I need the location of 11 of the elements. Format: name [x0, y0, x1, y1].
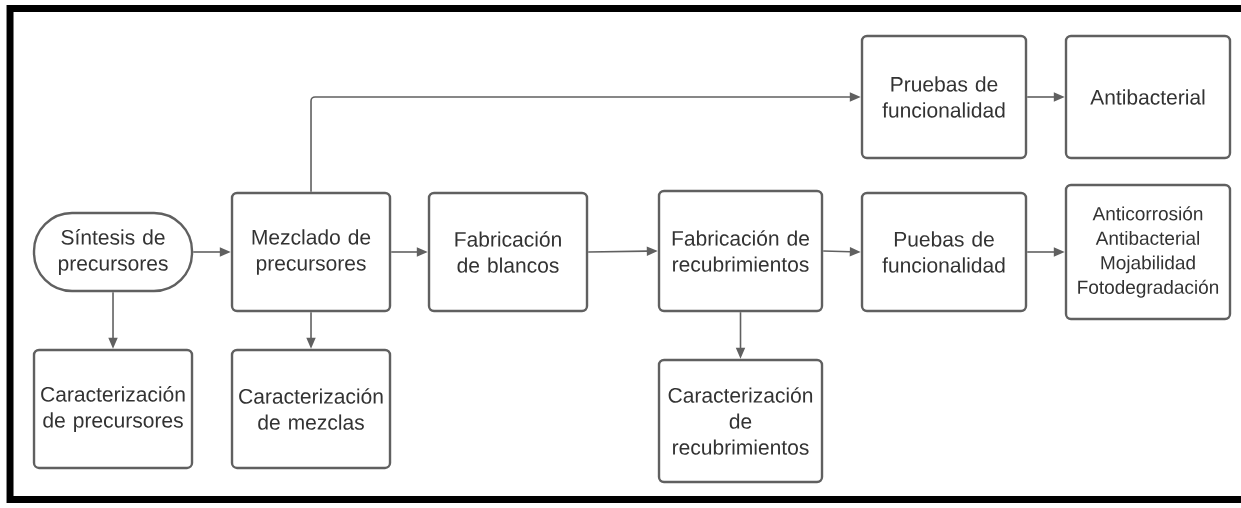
process-box: Caracterización de recubrimientos — [657, 358, 824, 484]
process-box: Pruebas de funcionalidad — [860, 34, 1028, 160]
process-box: Antibacterial — [1064, 34, 1232, 160]
process-box: Fabricación de recubrimientos — [657, 189, 824, 313]
process-box: Caracterización de mezclas — [230, 348, 392, 470]
process-box: Caracterización de precursores — [32, 348, 194, 470]
process-box: Mezclado de precursores — [230, 191, 392, 313]
process-box: Puebas de funcionalidad — [860, 191, 1028, 313]
process-box: Anticorrosión Antibacterial Mojabilidad Fotodegradación — [1064, 183, 1232, 321]
process-box: Fabricación de blancos — [427, 191, 589, 313]
start-terminal: Síntesis de precursores — [32, 211, 194, 293]
